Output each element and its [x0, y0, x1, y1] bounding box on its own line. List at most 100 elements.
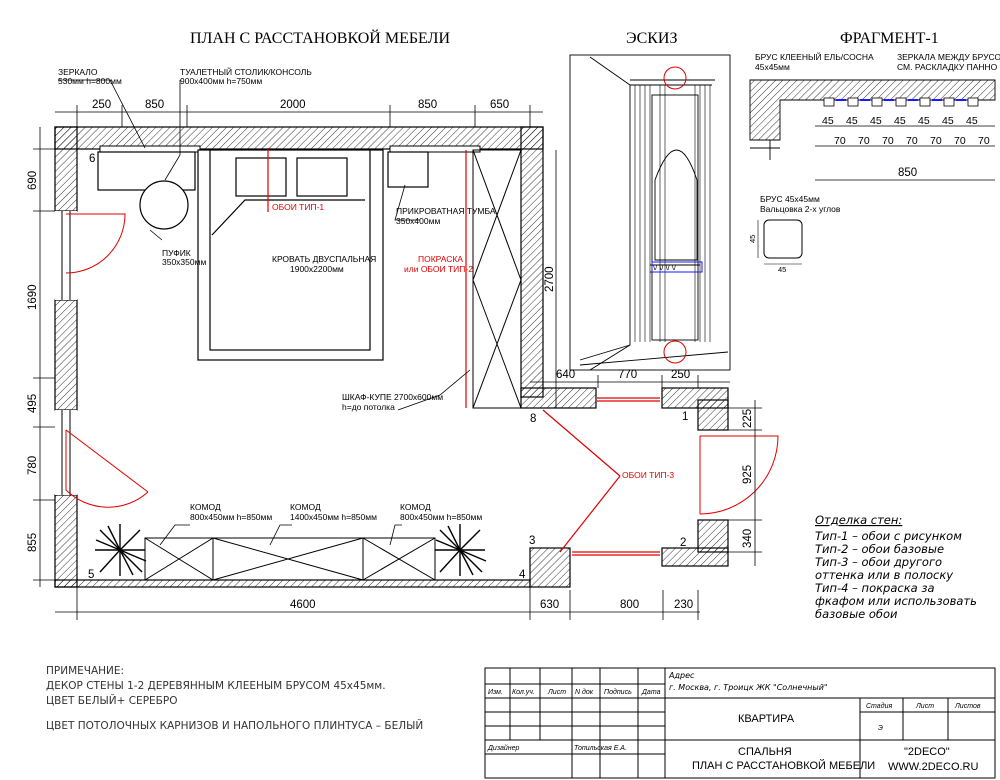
stamp-h-sign: Подпись [604, 688, 632, 696]
commode-2-label: КОМОД [290, 502, 321, 512]
legend-line-2: Тип-2 – обои базовые [815, 542, 944, 556]
legend-line-5: Тип-4 – покраска за [815, 581, 935, 595]
stamp-h-list: Лист [547, 689, 566, 696]
point-5: 5 [88, 569, 94, 581]
frag-dim-9: 45 [918, 115, 930, 127]
beam-section-dim-h: 45 [778, 265, 786, 274]
wardrobe-label: ШКАФ-КУПЕ 2700x600мм [342, 392, 443, 402]
legend-line-6: фкафом или использовать [815, 594, 977, 608]
dim-corr-2: 770 [618, 369, 637, 381]
stamp-sheet-label: Лист [915, 703, 934, 710]
dim-left-2: 1690 [27, 284, 39, 310]
dim-left-5: 855 [27, 533, 39, 552]
stamp-h-kol: Кол.уч. [512, 689, 535, 696]
pouf [139, 180, 189, 230]
finish-legend: Отделка стен: Тип-1 – обои с рисунком Ти… [815, 513, 977, 621]
commodes [144, 537, 436, 581]
commode-2-size: 1400x450мм h=850мм [290, 512, 377, 522]
stamp-h-izm: Изм. [488, 689, 503, 696]
stamp-sheet-title: ПЛАН С РАССТАНОВКОЙ МЕБЕЛИ [692, 759, 875, 772]
stamp-stage-value: Э [878, 725, 883, 732]
legend-line-7: базовые обои [815, 607, 898, 621]
frag-dim-7: 45 [894, 115, 906, 127]
beam-size: 45x45мм [755, 62, 790, 72]
notes-title: ПРИМЕЧАНИЕ: [46, 665, 124, 677]
window-top [55, 211, 77, 300]
wallpaper-1-label: ОБОИ ТИП-1 [272, 202, 324, 212]
stamp-sheets-label: Листов [954, 703, 981, 710]
pouf-label: ПУФИК [162, 248, 191, 258]
door-swings [65, 213, 779, 515]
stamp-designer-label: Дизайнер [487, 744, 520, 752]
frag-dim-12: 70 [954, 135, 966, 147]
frag-dim-2: 70 [834, 135, 846, 147]
vanity-table [97, 151, 196, 191]
legend-line-3: Тип-3 – обои другого [815, 555, 942, 569]
sketch-beams: \/ \/ \/ \/ [651, 261, 703, 273]
sketch-red-circles [663, 66, 687, 364]
dim-wardrobe-height: 2700 [544, 266, 556, 292]
legend-line-4: оттенка или в полоску [815, 568, 953, 582]
notes-line-1: ДЕКОР СТЕНЫ 1-2 ДЕРЕВЯННЫМ КЛЕЕНЫМ БРУСО… [46, 680, 386, 692]
walls [54, 126, 729, 588]
mirror-label: ЗЕРКАЛО [58, 67, 98, 77]
stamp-object: КВАРТИРА [738, 713, 795, 725]
dim-top-5: 650 [490, 99, 509, 111]
fragment-total-dim: 850 [898, 167, 917, 179]
dim-top-2: 850 [145, 99, 164, 111]
corridor-lines [542, 397, 660, 556]
frag-dim-10: 70 [930, 135, 942, 147]
nightstand-label: ПРИКРОВАТНАЯ ТУМБА [396, 206, 496, 216]
vanity-label: ТУАЛЕТНЫЙ СТОЛИК/КОНСОЛЬ [180, 66, 312, 77]
dim-bottom-4: 230 [674, 599, 693, 611]
point-4: 4 [519, 569, 526, 581]
notes-line-2: ЦВЕТ БЕЛЫЙ+ СЕРЕБРО [46, 694, 177, 707]
legend-title: Отделка стен: [815, 513, 902, 527]
mirrors-note: СМ. РАСКЛАДКУ ПАННО [897, 62, 998, 72]
dim-top-1: 250 [92, 99, 111, 111]
frag-dim-8: 70 [906, 135, 918, 147]
notes: ПРИМЕЧАНИЕ: ДЕКОР СТЕНЫ 1-2 ДЕРЕВЯННЫМ К… [46, 665, 423, 732]
dim-bottom-3: 800 [620, 599, 639, 611]
title-block [484, 667, 996, 779]
dim-bottom-2: 630 [540, 599, 559, 611]
point-8: 8 [530, 413, 536, 425]
stamp-room: СПАЛЬНЯ [738, 746, 792, 758]
vanity-size: 900x400мм h=750мм [180, 76, 262, 86]
mirror-size: 530мм h=800мм [58, 76, 122, 86]
fragment-beams [823, 97, 979, 107]
plant-right-icon [435, 524, 487, 576]
dim-top-4: 850 [418, 99, 437, 111]
plant-left-icon [95, 524, 147, 576]
point-2: 2 [680, 537, 686, 549]
wardrobe [472, 149, 522, 409]
commode-1-label: КОМОД [190, 502, 221, 512]
frag-dim-4: 70 [858, 135, 870, 147]
dim-corr-right-1: 225 [742, 409, 754, 428]
point-3: 3 [529, 535, 535, 547]
beam-section-note: Вальцовка 2-х углов [760, 204, 841, 214]
nightstand-size: 350x400мм [396, 216, 440, 226]
plan-title: ПЛАН С РАССТАНОВКОЙ МЕБЕЛИ [190, 28, 450, 47]
bed [197, 149, 384, 361]
frag-dim-1: 45 [822, 115, 834, 127]
dim-top-3: 2000 [280, 99, 306, 111]
sketch-drawing [569, 54, 731, 371]
beam-section [763, 219, 803, 259]
pouf-size: 350x350мм [162, 257, 206, 267]
fragment-title: ФРАГМЕНТ-1 [840, 30, 939, 47]
sketch-title: ЭСКИЗ [626, 30, 677, 47]
beam-section-dim-v: 45 [748, 235, 757, 243]
paint-label: ПОКРАСКА [418, 254, 463, 264]
stamp-h-doc: N док [575, 688, 594, 696]
stamp-address: г. Москва, г. Троицк ЖК "Солнечный" [669, 683, 828, 692]
commode-1-size: 800x450мм h=850мм [190, 512, 272, 522]
frag-dim-11: 45 [942, 115, 954, 127]
wallpaper-3-label: ОБОИ ТИП-3 [622, 470, 674, 480]
beam-label: БРУС КЛЕЕНЫЙ ЕЛЬ/СОСНА [755, 51, 874, 62]
frag-dim-6: 70 [882, 135, 894, 147]
dimension-lines [33, 105, 762, 620]
commode-3-size: 800x450мм h=850мм [400, 512, 482, 522]
stamp-stage-label: Стадия [866, 702, 892, 710]
